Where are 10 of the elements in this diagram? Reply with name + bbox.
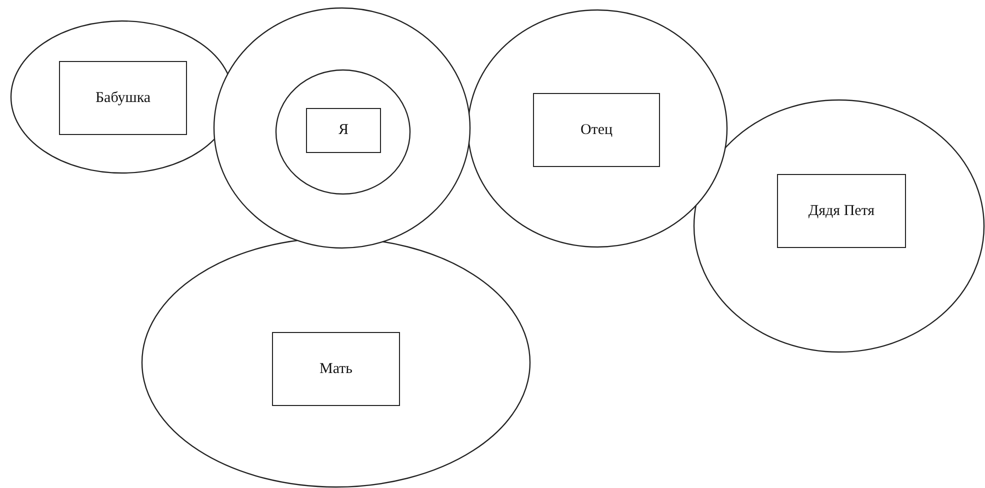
label-box [533, 93, 660, 167]
label-box [59, 61, 187, 135]
label-box [272, 332, 400, 406]
node-label: Бабушка [95, 90, 151, 106]
label-box [777, 174, 906, 248]
node-label: Отец [580, 122, 613, 138]
node-label: Дядя Петя [808, 202, 875, 220]
label-box [306, 108, 381, 153]
node-label: Мать [319, 360, 352, 378]
node-label: Я [338, 122, 348, 139]
